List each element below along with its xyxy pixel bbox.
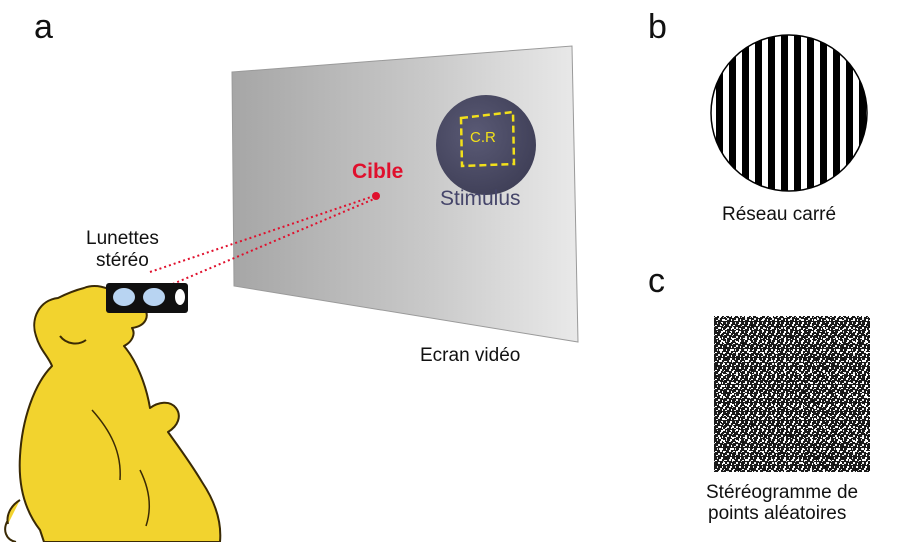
stereo-glasses [106, 283, 188, 313]
panel-letter-a: a [34, 8, 53, 46]
monkey-illustration [4, 285, 222, 542]
panel-letter-c: c [648, 262, 665, 300]
panel-letter-b: b [648, 8, 667, 46]
screen-label: Ecran vidéo [420, 345, 521, 366]
square-grating [711, 35, 867, 191]
glasses-label-line1: Lunettes [86, 228, 159, 249]
stimulus-dashed-box [459, 110, 516, 168]
target-label: Cible [352, 160, 404, 183]
random-dot-stereogram [714, 316, 870, 472]
stimulus-box-label: C.R [470, 129, 496, 146]
grating-label: Réseau carré [722, 204, 837, 225]
stereogram-label-line1: Stéréogramme de [706, 482, 859, 503]
grating-outline [710, 34, 868, 192]
target-dot [372, 192, 380, 200]
stereogram-label-line2: points aléatoires [708, 503, 847, 524]
stimulus-label: Stimulus [440, 187, 521, 210]
glasses-label-line2: stéréo [96, 250, 149, 271]
video-screen [231, 45, 579, 343]
line-of-sight-right [167, 198, 375, 287]
